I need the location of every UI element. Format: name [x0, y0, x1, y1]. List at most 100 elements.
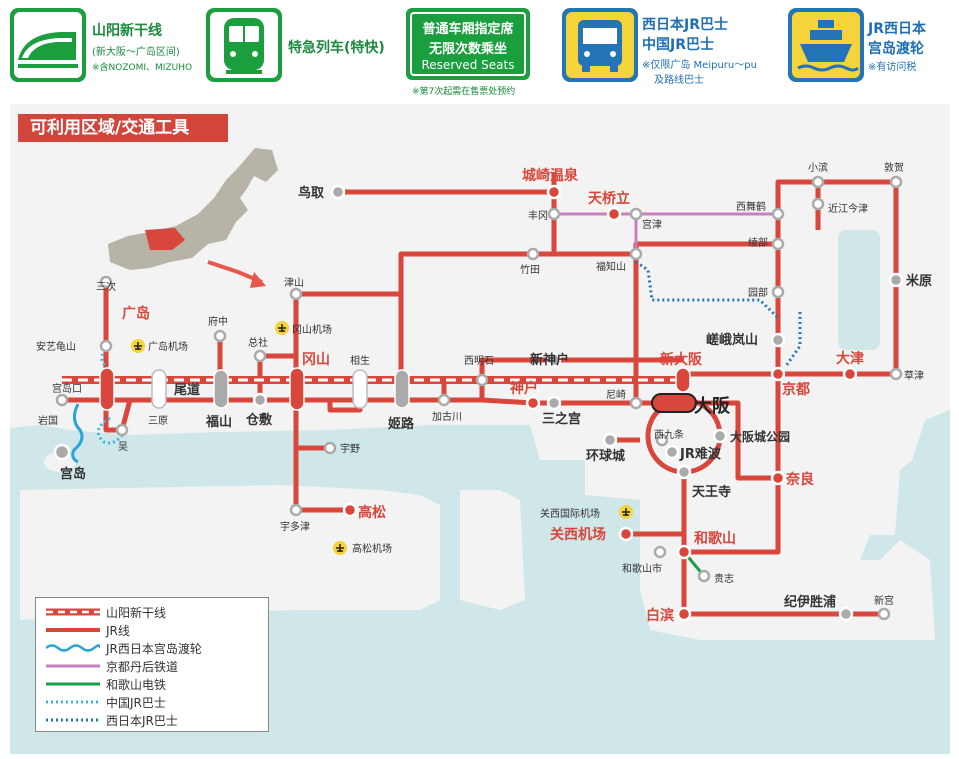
- station-label-tsuyama: 津山: [284, 277, 304, 289]
- station-label-kishi: 贵志: [714, 572, 734, 585]
- station-label-amanohashidate: 天桥立: [588, 190, 630, 207]
- shikoku-land: [20, 485, 440, 620]
- station-label-shinosaka: 新大阪: [660, 351, 703, 368]
- ferry-route: [71, 403, 84, 464]
- ferry-note: ※有访问税: [868, 62, 917, 73]
- legend-label-west-bus: 西日本JR巴士: [106, 714, 178, 728]
- station-label-iwakuni: 岩国: [38, 414, 58, 427]
- station-label-tsuruga: 敦贺: [884, 161, 904, 174]
- awaji-land: [460, 490, 525, 610]
- bus-icon: [562, 8, 638, 82]
- ferry-icon: [788, 8, 864, 82]
- station-label-hiroshima-airport: 广岛机场: [148, 340, 188, 353]
- airport-icons: [131, 321, 633, 555]
- station-label-soja: 总社: [248, 336, 268, 349]
- station-label-aioi: 相生: [350, 354, 370, 367]
- legend: 山阳新干线 JR线 JR西日本宫岛渡轮 京都丹后铁道 和歌山电铁 中国JR巴士 …: [35, 597, 269, 732]
- station-label-onomichi: 尾道: [174, 382, 200, 398]
- station-label-wakayama: 和歌山: [694, 530, 736, 547]
- limited-express-text: 特急列车(特快): [288, 37, 385, 57]
- legend-swatch-shinkansen: [46, 608, 100, 616]
- osaka-hub-marker: [651, 393, 697, 413]
- station-label-nara: 奈良: [785, 471, 814, 488]
- station-label-tottori: 鸟取: [298, 185, 325, 201]
- legend-swatch-west-bus: [46, 718, 100, 722]
- rail-map: 鸟取 城崎温泉 天桥立 丰冈 宫津 竹田 福知山 西舞鹤 绫部 园部 小滨 敦贺…: [10, 104, 950, 754]
- station-dots: [53, 175, 904, 622]
- station-label-kyoto: 京都: [782, 381, 810, 398]
- legend-label-tango: 京都丹后铁道: [106, 660, 179, 674]
- legend-swatch-jr: [46, 628, 100, 632]
- reserved-note: ※第7次起需在售票处预约: [412, 87, 516, 97]
- bus-text: 西日本JR巴士 中国JR巴士 ※仅限广岛 Meipuru～pu 及路线巴士: [642, 14, 792, 86]
- bus-note1: ※仅限广岛 Meipuru～pu: [642, 60, 757, 71]
- station-label-wakayamashi: 和歌山市: [622, 562, 662, 575]
- legend-label-shinkansen: 山阳新干线: [106, 606, 167, 620]
- station-label-miyoshi: 三次: [96, 280, 116, 293]
- station-label-otsu: 大津: [836, 350, 864, 367]
- station-label-shinkobe: 新神户: [530, 352, 569, 368]
- header-bar: 山阳新干线 (新大阪～广岛区间) ※含NOZOMI、MIZUHO 特急列车(特快…: [0, 0, 959, 100]
- station-label-fukuyama: 福山: [205, 414, 232, 430]
- legend-label-jr: JR线: [106, 624, 130, 638]
- station-label-uno: 宇野: [340, 442, 360, 455]
- chugoku-bus-route-2: [96, 416, 126, 445]
- station-label-shirahama: 白滨: [646, 607, 674, 624]
- station-label-akikameyama: 安艺龟山: [36, 340, 76, 353]
- station-label-sonobe: 园部: [748, 286, 768, 299]
- station-label-fukuchiyama: 福知山: [596, 260, 626, 273]
- limited-express-title: 特急列车(特快): [288, 40, 385, 56]
- shinkansen-icon: [10, 8, 86, 82]
- ferry-line1: JR西日本: [868, 21, 926, 37]
- station-label-nishikujo: 西九条: [654, 428, 684, 441]
- station-label-tennoji: 天王寺: [692, 484, 731, 500]
- station-label-nishimaizuru: 西舞鹤: [736, 200, 766, 213]
- legend-swatch-ferry: [46, 644, 100, 652]
- shinkansen-sub: (新大阪～广岛区间): [92, 47, 180, 58]
- station-label-toyooka: 丰冈: [528, 209, 548, 222]
- station-label-kix: 关西机场: [550, 526, 606, 543]
- station-label-kurashiki: 仓敷: [245, 412, 273, 428]
- station-label-kure: 吴: [118, 441, 128, 453]
- station-label-okayama: 冈山: [302, 352, 330, 368]
- station-label-kix-airport: 关西国际机场: [540, 507, 600, 520]
- ferry-line2: 宫岛渡轮: [868, 41, 924, 57]
- station-label-kiikatsuura: 纪伊胜浦: [784, 594, 836, 610]
- ferry-text: JR西日本 宫岛渡轮 ※有访问税: [868, 18, 958, 73]
- station-label-omiimazu: 近江今津: [828, 202, 868, 215]
- takamatsu-airport-icon: [333, 541, 347, 555]
- station-label-nishiakashi: 西明石: [464, 355, 494, 367]
- bus-line1: 西日本JR巴士: [642, 17, 728, 33]
- station-label-fuchu: 府中: [208, 315, 228, 328]
- station-label-shingu: 新宫: [874, 594, 894, 607]
- kix-airport-icon: [619, 505, 633, 519]
- station-label-sagaarashiyama: 嵯峨岚山: [706, 332, 758, 348]
- station-labels: 鸟取 城崎温泉 天桥立 丰冈 宫津 竹田 福知山 西舞鹤 绫部 园部 小滨 敦贺…: [36, 161, 932, 624]
- station-label-kinosaki: 城崎温泉: [522, 167, 579, 184]
- station-label-takeda: 竹田: [520, 263, 540, 276]
- station-label-universal: 环球城: [586, 448, 625, 464]
- west-bus-route: [635, 260, 780, 320]
- station-label-amagasaki: 尼崎: [606, 388, 626, 401]
- reserved-seats-badge: 普通车厢指定席 无限次数乘坐 Reserved Seats: [406, 8, 530, 80]
- station-label-takamatsu-airport: 高松机场: [352, 542, 392, 555]
- shinkansen-title: 山阳新干线: [92, 23, 162, 39]
- shinkansen-note: ※含NOZOMI、MIZUHO: [92, 63, 193, 73]
- station-label-jrnamba: JR难波: [679, 446, 722, 462]
- shinkansen-stations: [99, 367, 691, 411]
- station-label-miyajimaguchi: 宫岛口: [52, 382, 82, 395]
- station-label-osakajokoen: 大阪城公园: [730, 429, 790, 444]
- station-label-takamatsu: 高松: [358, 504, 386, 521]
- legend-swatch-wakayama: [46, 682, 100, 686]
- bus-note2: 及路线巴士: [654, 75, 704, 86]
- station-label-maibara: 米原: [906, 273, 932, 289]
- shinkansen-text: 山阳新干线 (新大阪～广岛区间) ※含NOZOMI、MIZUHO: [92, 20, 212, 73]
- station-label-kakogawa: 加古川: [432, 410, 462, 423]
- station-label-kobe: 神户: [510, 380, 538, 397]
- station-label-ayabe: 绫部: [748, 236, 768, 249]
- legend-swatch-chugoku-bus: [46, 700, 100, 704]
- lake-biwa: [838, 230, 880, 350]
- station-label-utazu: 宇多津: [280, 520, 310, 533]
- station-label-obama: 小滨: [808, 161, 828, 174]
- station-label-miyazu: 宫津: [642, 218, 662, 231]
